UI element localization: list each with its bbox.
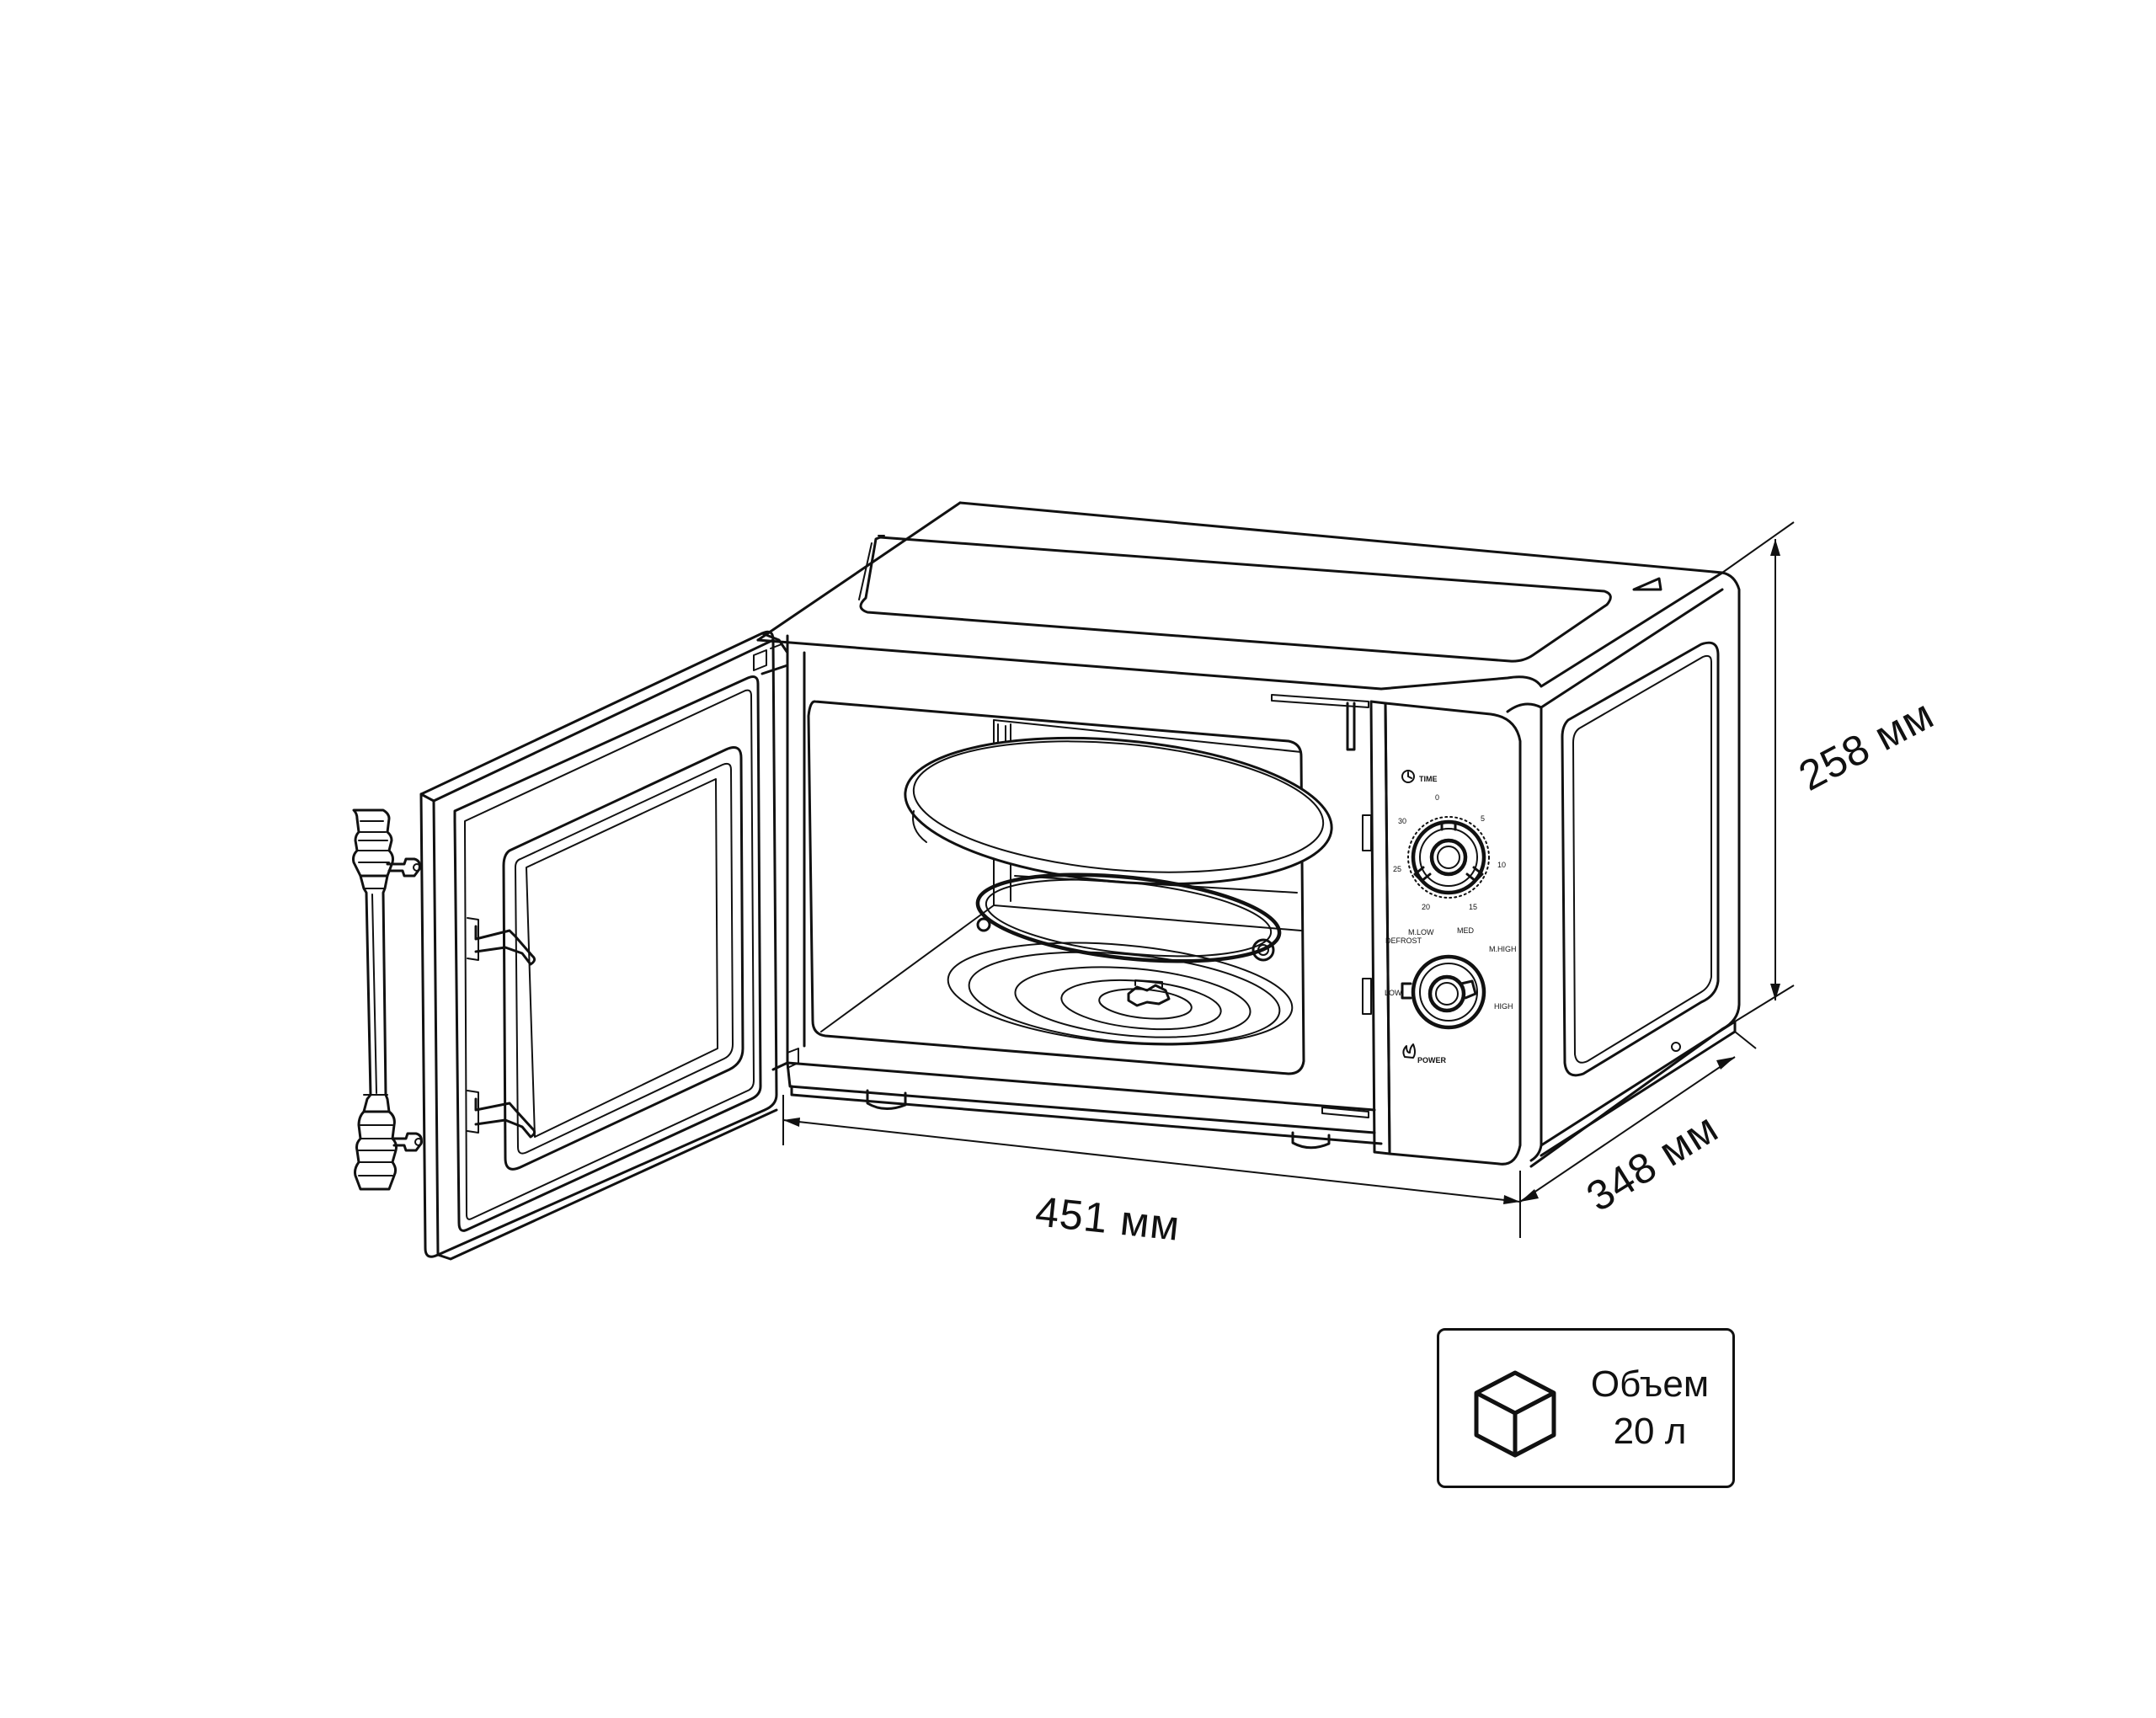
clock-icon <box>1401 770 1415 783</box>
volume-text: Объем 20 л <box>1566 1361 1734 1455</box>
depth-label: 348 мм <box>1578 1104 1726 1221</box>
height-label: 258 мм <box>1791 690 1941 799</box>
power-mark-med: MED <box>1457 926 1475 935</box>
cube-icon <box>1474 1370 1556 1458</box>
timer-mark-5: 5 <box>1481 814 1485 823</box>
power-mark-low: LOW <box>1385 989 1402 997</box>
timer-mark-10: 10 <box>1497 861 1506 869</box>
volume-badge: Объем 20 л <box>1437 1328 1735 1488</box>
timer-mark-30: 30 <box>1398 817 1406 825</box>
timer-mark-20: 20 <box>1422 903 1430 911</box>
timer-knob[interactable] <box>1407 816 1490 899</box>
control-panel: TIME 0 5 10 15 20 25 30 M.LOW MED M.HIGH… <box>1385 770 1517 1064</box>
dimension-lines: 258 мм 451 мм 348 мм <box>782 521 1941 1250</box>
flame-icon <box>1402 1043 1416 1059</box>
time-label: TIME <box>1419 775 1438 783</box>
timer-mark-15: 15 <box>1469 903 1477 911</box>
timer-mark-0: 0 <box>1435 793 1439 802</box>
power-mark-defrost: DEFROST <box>1385 936 1422 945</box>
door <box>419 630 799 1261</box>
microwave-body <box>756 501 1741 1168</box>
width-label: 451 мм <box>1033 1187 1182 1250</box>
power-knob[interactable] <box>1401 954 1486 1030</box>
power-mark-mhigh: M.HIGH <box>1489 945 1517 953</box>
volume-value: 20 л <box>1613 1411 1687 1452</box>
door-handle <box>352 808 423 1191</box>
power-mark-mlow: M.LOW <box>1408 928 1434 936</box>
power-label: POWER <box>1417 1056 1447 1064</box>
volume-title: Объем <box>1590 1363 1710 1405</box>
power-mark-high: HIGH <box>1494 1002 1513 1011</box>
timer-mark-25: 25 <box>1393 865 1401 873</box>
oven-cavity <box>786 634 1333 1075</box>
